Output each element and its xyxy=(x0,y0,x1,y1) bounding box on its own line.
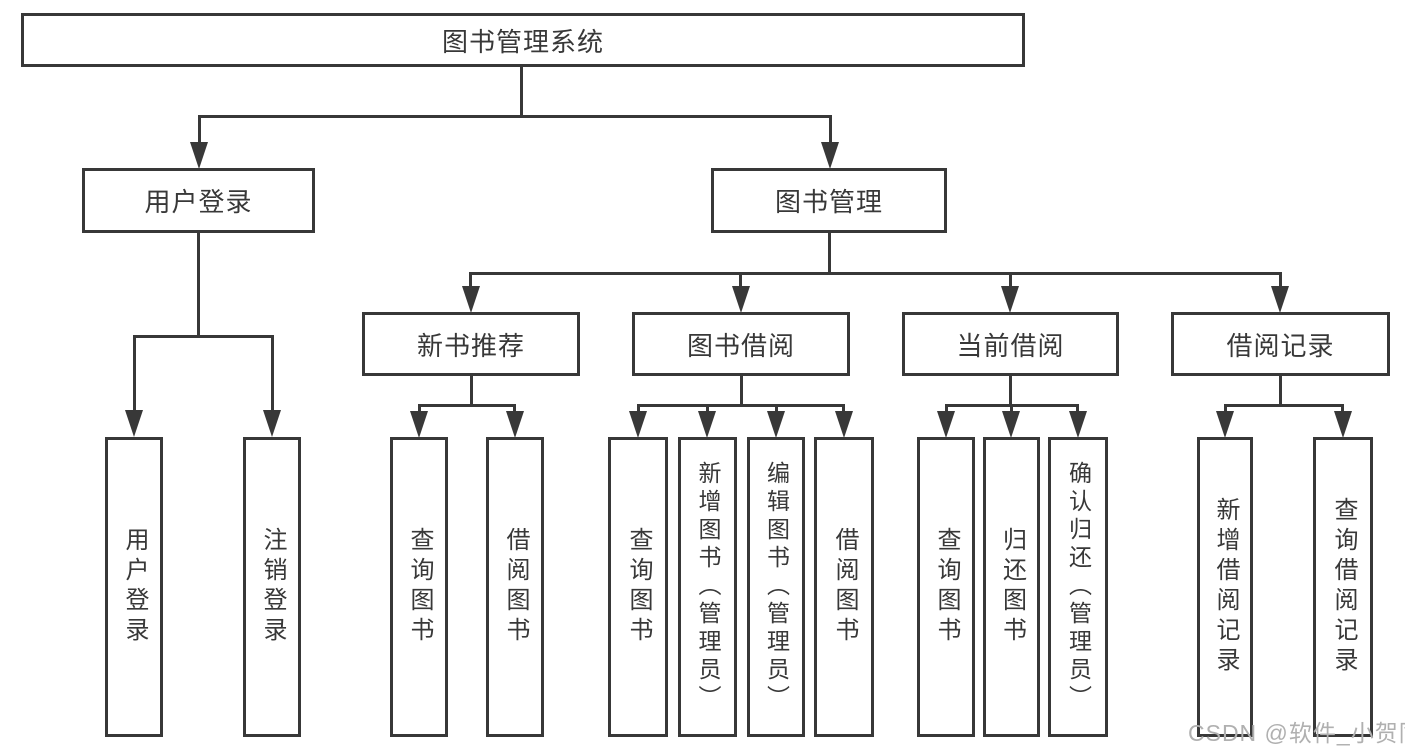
connector-root-stub-left xyxy=(198,115,201,143)
arrowhead-down-icon xyxy=(1002,411,1020,438)
leaf-br-query-record: 查询借阅记录 xyxy=(1313,437,1373,737)
connector-current-borrow-stub xyxy=(1010,404,1013,413)
leaf-logout: 注销登录 xyxy=(243,437,301,737)
node-borrow-records-label: 借阅记录 xyxy=(1226,330,1335,361)
leaf-bb-edit-book: 编辑图书（管理员） xyxy=(747,437,805,737)
arrowhead-down-icon xyxy=(410,411,428,438)
node-book-borrow-label: 图书借阅 xyxy=(686,330,795,361)
connector-borrow-records-rail xyxy=(1224,404,1344,407)
arrowhead-down-icon xyxy=(190,142,208,169)
connector-user-login-stub xyxy=(271,335,274,412)
node-current-borrow: 当前借阅 xyxy=(902,312,1119,376)
arrowhead-down-icon xyxy=(1334,411,1352,438)
leaf-bb-query-book-label: 查询图书 xyxy=(625,527,652,647)
connector-current-borrow-stub xyxy=(945,404,948,413)
connector-book-borrow-rail xyxy=(637,404,845,407)
arrowhead-down-icon xyxy=(937,411,955,438)
connector-root-rail xyxy=(198,115,832,118)
arrowhead-down-icon xyxy=(462,286,480,313)
arrowhead-down-icon xyxy=(835,411,853,438)
arrowhead-down-icon xyxy=(1271,286,1289,313)
node-book-borrow: 图书借阅 xyxy=(632,312,850,376)
leaf-logout-label: 注销登录 xyxy=(259,527,286,647)
leaf-nb-query-book: 查询图书 xyxy=(390,437,448,737)
node-user-login: 用户登录 xyxy=(82,168,315,233)
connector-borrow-records-stub xyxy=(1341,404,1344,413)
node-root-label: 图书管理系统 xyxy=(441,26,604,57)
leaf-cb-confirm-return-label: 确认归还（管理员） xyxy=(1065,461,1092,713)
leaf-cb-return-book: 归还图书 xyxy=(983,437,1040,737)
node-borrow-records: 借阅记录 xyxy=(1171,312,1390,376)
connector-book-management-stub xyxy=(469,272,472,288)
csdn-watermark: CSDN @软件_小贺同学 xyxy=(1188,720,1405,746)
connector-new-book-stub xyxy=(418,404,421,413)
connector-book-borrow-stub xyxy=(775,404,778,413)
connector-new-book-stub xyxy=(513,404,516,413)
arrowhead-down-icon xyxy=(821,142,839,169)
leaf-user-login: 用户登录 xyxy=(105,437,163,737)
connector-root-stub-right xyxy=(829,115,832,143)
arrowhead-down-icon xyxy=(629,411,647,438)
node-root: 图书管理系统 xyxy=(21,13,1025,67)
arrowhead-down-icon xyxy=(125,410,143,437)
node-new-book-recommend: 新书推荐 xyxy=(362,312,580,376)
connector-book-borrow-stub xyxy=(842,404,845,413)
leaf-nb-borrow-book: 借阅图书 xyxy=(486,437,544,737)
connector-current-borrow-stub xyxy=(1076,404,1079,413)
leaf-nb-borrow-book-label: 借阅图书 xyxy=(502,527,529,647)
connector-borrow-records-drop xyxy=(1279,376,1282,406)
connector-book-management-stub xyxy=(1279,272,1282,288)
connector-borrow-records-stub xyxy=(1224,404,1227,413)
connector-book-management-stub xyxy=(739,272,742,288)
connector-book-borrow-stub xyxy=(706,404,709,413)
connector-book-management-drop xyxy=(828,233,831,274)
node-new-book-recommend-label: 新书推荐 xyxy=(416,330,525,361)
node-book-management-label: 图书管理 xyxy=(774,187,883,217)
leaf-bb-query-book: 查询图书 xyxy=(608,437,668,737)
leaf-bb-borrow-book: 借阅图书 xyxy=(814,437,874,737)
leaf-cb-return-book-label: 归还图书 xyxy=(998,527,1026,647)
connector-user-login-rail xyxy=(133,335,274,338)
connector-new-book-rail xyxy=(418,404,516,407)
leaf-bb-add-book-label: 新增图书（管理员） xyxy=(695,461,721,713)
arrowhead-down-icon xyxy=(506,411,524,438)
arrowhead-down-icon xyxy=(1216,411,1234,438)
leaf-user-login-label: 用户登录 xyxy=(121,527,148,647)
node-current-borrow-label: 当前借阅 xyxy=(956,330,1065,361)
arrowhead-down-icon xyxy=(698,411,716,438)
connector-new-book-drop xyxy=(470,376,473,406)
leaf-cb-query-book-label: 查询图书 xyxy=(933,527,960,647)
leaf-br-query-record-label: 查询借阅记录 xyxy=(1330,497,1357,677)
leaf-cb-confirm-return: 确认归还（管理员） xyxy=(1048,437,1108,737)
connector-book-management-stub xyxy=(1009,272,1012,288)
connector-user-login-stub xyxy=(133,335,136,412)
leaf-bb-edit-book-label: 编辑图书（管理员） xyxy=(763,461,790,713)
arrowhead-down-icon xyxy=(263,410,281,437)
connector-book-borrow-stub xyxy=(637,404,640,413)
connector-book-borrow-drop xyxy=(740,376,743,406)
node-user-login-label: 用户登录 xyxy=(144,187,253,217)
connector-user-login-drop xyxy=(197,233,200,337)
connector-root-drop xyxy=(520,66,523,117)
connector-book-management-rail xyxy=(469,272,1282,275)
connector-current-borrow-drop xyxy=(1009,376,1012,406)
leaf-bb-add-book: 新增图书（管理员） xyxy=(678,437,737,737)
leaf-cb-query-book: 查询图书 xyxy=(917,437,975,737)
arrowhead-down-icon xyxy=(1069,411,1087,438)
arrowhead-down-icon xyxy=(767,411,785,438)
arrowhead-down-icon xyxy=(1001,286,1019,313)
leaf-nb-query-book-label: 查询图书 xyxy=(406,527,433,647)
leaf-bb-borrow-book-label: 借阅图书 xyxy=(831,527,858,647)
node-book-management: 图书管理 xyxy=(711,168,947,233)
leaf-br-add-record-label: 新增借阅记录 xyxy=(1212,497,1239,677)
leaf-br-add-record: 新增借阅记录 xyxy=(1197,437,1253,737)
arrowhead-down-icon xyxy=(732,286,750,313)
